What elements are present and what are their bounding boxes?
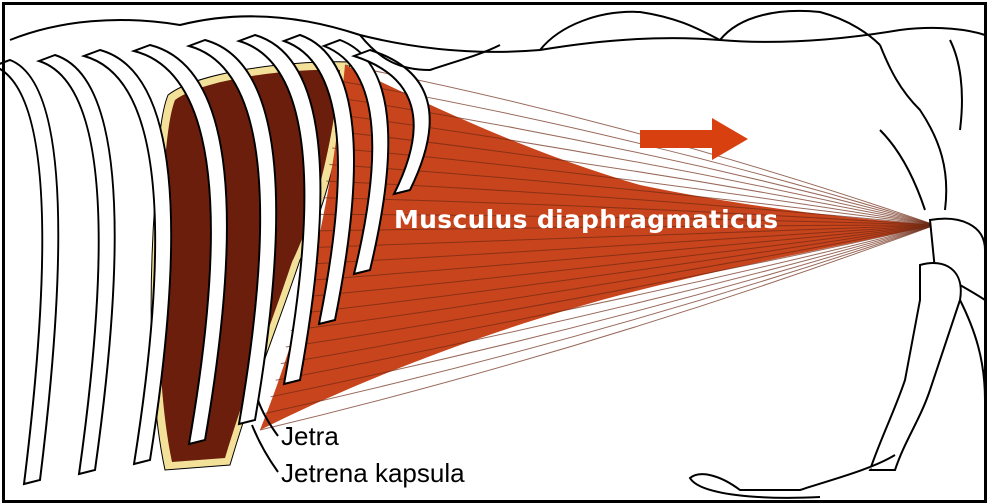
liver-capsule-label: Jetrena kapsula bbox=[281, 458, 465, 489]
liver-label: Jetra bbox=[281, 421, 339, 452]
